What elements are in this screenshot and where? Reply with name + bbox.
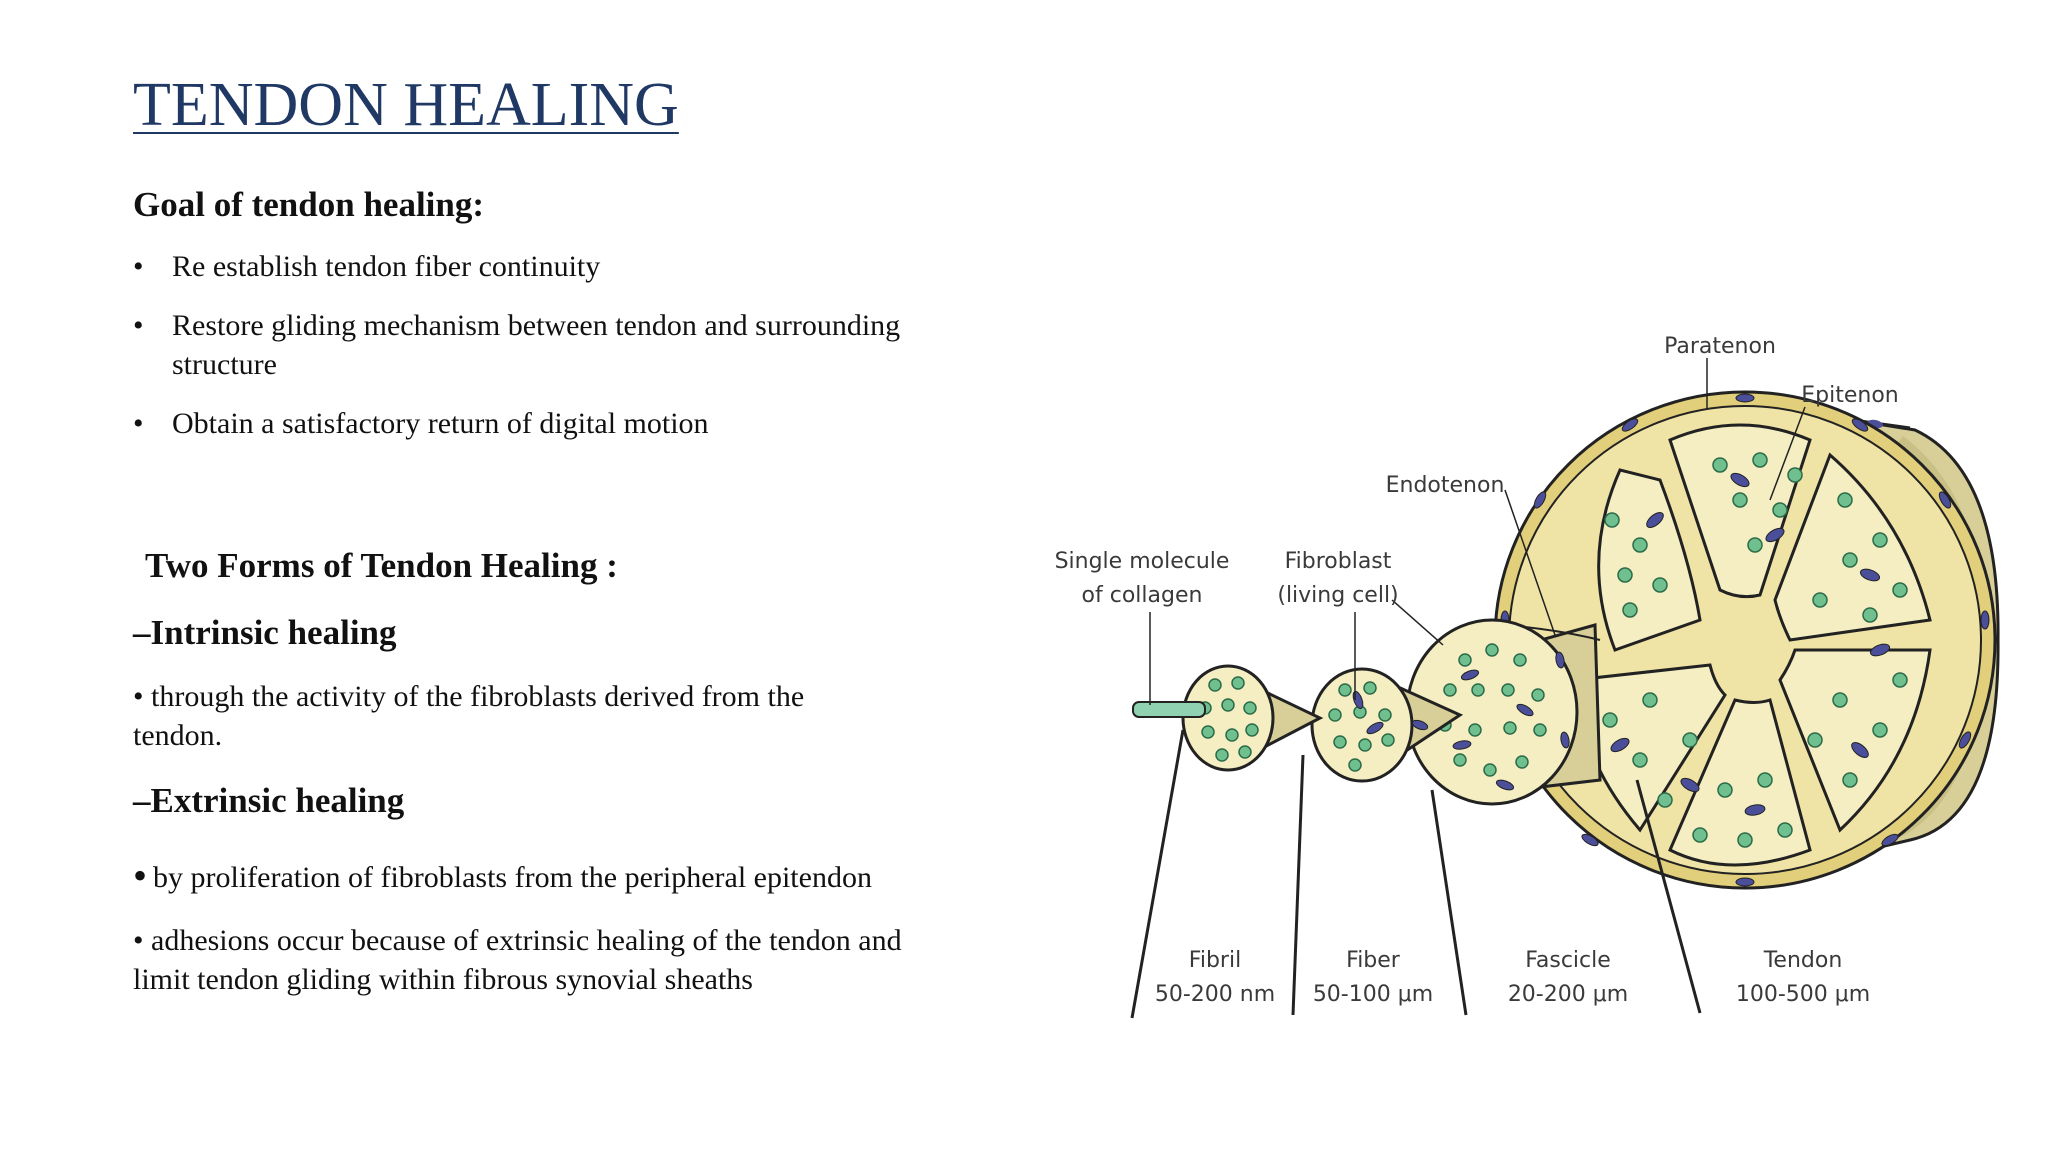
label-endotenon: Endotenon xyxy=(1386,473,1505,498)
label-fibroblast-line2: (living cell) xyxy=(1277,583,1398,608)
label-fibril-line2: 50-200 nm xyxy=(1155,982,1275,1007)
fiber-cone xyxy=(1310,667,1464,783)
collagen-molecule xyxy=(1132,701,1206,718)
intrinsic-heading: –Intrinsic healing xyxy=(133,613,397,652)
extrinsic-text-2: • adhesions occur because of extrinsic h… xyxy=(133,924,902,996)
label-fiber-line2: 50-100 μm xyxy=(1313,982,1433,1007)
extrinsic-text-1-body: by proliferation of fibroblasts from the… xyxy=(153,861,872,894)
label-single-molecule-line1: Single molecule xyxy=(1055,549,1230,574)
label-fibril-line1: Fibril xyxy=(1189,948,1241,973)
goal-item: Obtain a satisfactory return of digital … xyxy=(133,404,992,443)
fibril-cone xyxy=(1181,664,1324,772)
extrinsic-heading: –Extrinsic healing xyxy=(133,781,405,820)
tendon-structure-diagram: Paratenon Epitenon Endotenon Single mole… xyxy=(1055,334,2000,1019)
label-epitenon: Epitenon xyxy=(1801,383,1899,408)
goal-list: Re establish tendon fiber continuity Res… xyxy=(133,247,992,463)
goal-item: Restore gliding mechanism between tendon… xyxy=(133,306,992,384)
goal-item: Re establish tendon fiber continuity xyxy=(133,247,992,286)
slide-title: TENDON HEALING xyxy=(133,71,679,139)
label-tendon-line1: Tendon xyxy=(1763,948,1843,973)
forms-heading: Two Forms of Tendon Healing : xyxy=(145,546,618,585)
tendon-cross-section xyxy=(1493,390,1997,890)
extrinsic-text-1: •by proliferation of fibroblasts from th… xyxy=(133,856,872,897)
intrinsic-text: • through the activity of the fibroblast… xyxy=(133,680,805,752)
label-tendon-line2: 100-500 μm xyxy=(1736,982,1870,1007)
goal-heading: Goal of tendon healing: xyxy=(133,185,485,224)
label-single-molecule-line2: of collagen xyxy=(1082,583,1203,608)
leader-lines xyxy=(1130,729,1702,1019)
label-fascicle-line1: Fascicle xyxy=(1525,948,1611,973)
bullet: • xyxy=(133,853,148,898)
label-paratenon: Paratenon xyxy=(1664,334,1776,359)
diagram-labels: Paratenon Epitenon Endotenon Single mole… xyxy=(1055,334,1899,1007)
label-fiber-line1: Fiber xyxy=(1346,948,1401,973)
label-fascicle-line2: 20-200 μm xyxy=(1508,982,1628,1007)
label-fibroblast-line1: Fibroblast xyxy=(1285,549,1392,574)
